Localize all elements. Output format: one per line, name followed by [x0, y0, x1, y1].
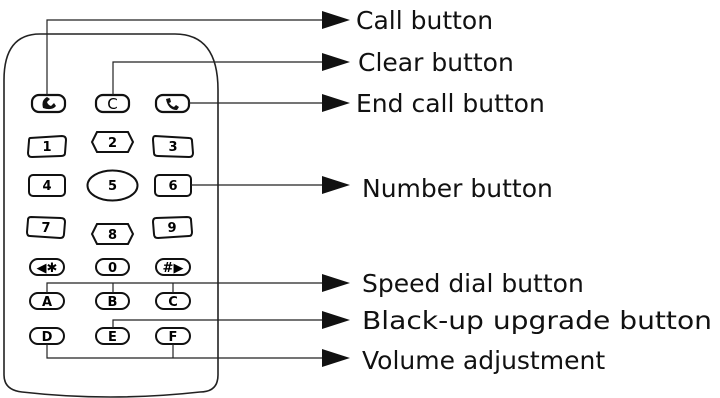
callout-end: End call button — [356, 89, 545, 118]
key-d-label: D — [42, 330, 53, 345]
callout-number: Number button — [362, 174, 553, 203]
key-7-label: 7 — [41, 221, 50, 236]
call-phone-icon — [42, 97, 56, 110]
key-c[interactable]: C — [155, 292, 191, 310]
key-f[interactable]: F — [155, 327, 191, 345]
arrowheads — [322, 11, 350, 367]
callout-speed: Speed dial button — [362, 269, 584, 298]
key-b-label: B — [108, 295, 118, 310]
key-0-label: 0 — [108, 261, 117, 276]
key-5[interactable]: 5 — [86, 169, 139, 202]
key-1[interactable]: 1 — [26, 134, 68, 159]
key-2-label: 2 — [108, 136, 117, 151]
leader-clear — [112, 61, 332, 95]
hash-key[interactable]: #▶ — [155, 258, 191, 276]
callout-call: Call button — [356, 6, 493, 35]
callout-backup: Black-up upgrade button — [362, 306, 712, 335]
leader-speed — [46, 282, 332, 293]
key-e-label: E — [108, 330, 117, 345]
arrow-speed — [322, 274, 350, 292]
key-3-label: 3 — [168, 140, 177, 155]
key-9[interactable]: 9 — [151, 215, 194, 240]
key-c-label: C — [168, 295, 178, 310]
leader-backup — [112, 319, 332, 328]
call-key[interactable] — [30, 93, 67, 114]
key-8-label: 8 — [108, 228, 117, 243]
star-key[interactable]: ◀✱ — [29, 258, 65, 276]
callout-volume: Volume adjustment — [362, 346, 605, 375]
callout-clear: Clear button — [358, 48, 514, 77]
callout-labels: Call button Clear button End call button… — [356, 6, 712, 375]
leader-volume — [46, 344, 332, 359]
key-6-label: 6 — [168, 179, 177, 194]
end-call-key[interactable] — [154, 93, 191, 114]
key-a-label: A — [42, 295, 52, 310]
key-6[interactable]: 6 — [154, 174, 192, 197]
arrow-end — [322, 94, 350, 112]
leader-call — [46, 19, 332, 95]
key-4[interactable]: 4 — [28, 174, 66, 197]
arrow-call — [322, 11, 350, 29]
arrow-backup — [322, 311, 350, 329]
key-d[interactable]: D — [29, 327, 65, 345]
leader-lines — [46, 19, 332, 359]
key-8[interactable]: 8 — [90, 223, 135, 245]
remote-body — [3, 33, 219, 398]
arrow-clear — [322, 53, 350, 71]
key-f-label: F — [169, 330, 178, 345]
key-9-label: 9 — [167, 221, 176, 236]
key-0[interactable]: 0 — [95, 258, 130, 276]
arrow-number — [322, 176, 350, 194]
key-5-label: 5 — [108, 179, 117, 194]
hash-key-label: #▶ — [163, 261, 184, 276]
key-7[interactable]: 7 — [25, 215, 67, 240]
key-1-label: 1 — [42, 140, 51, 155]
end-call-phone-icon — [166, 98, 179, 110]
key-b[interactable]: B — [95, 292, 130, 310]
key-4-label: 4 — [42, 179, 51, 194]
star-key-label: ◀✱ — [37, 261, 58, 276]
key-3[interactable]: 3 — [151, 134, 195, 159]
key-a[interactable]: A — [29, 292, 65, 310]
clear-key[interactable]: C — [94, 93, 131, 114]
key-2[interactable]: 2 — [90, 131, 135, 153]
arrow-volume — [322, 349, 350, 367]
clear-key-label: C — [107, 95, 117, 113]
key-e[interactable]: E — [95, 327, 130, 345]
